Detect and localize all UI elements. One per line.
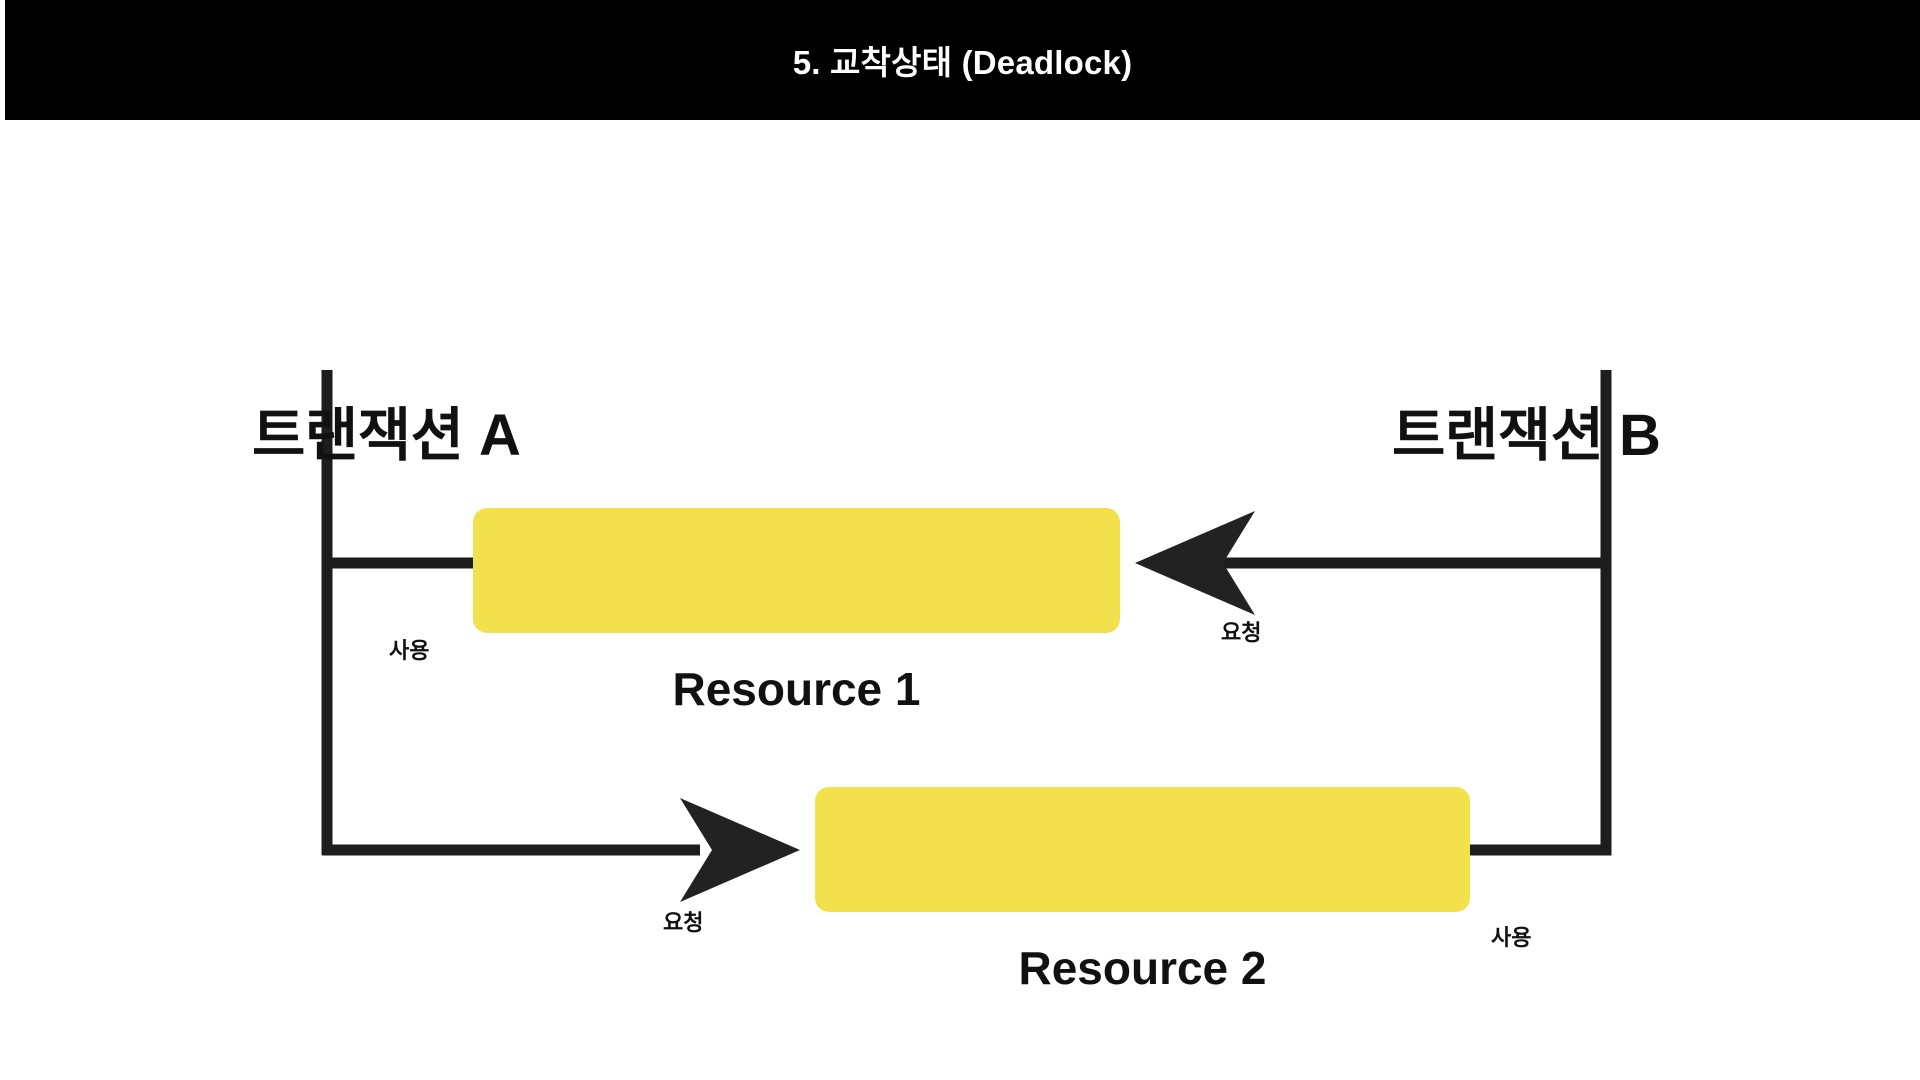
edge-label-a-requests-r2: 요청 (663, 910, 704, 935)
header-bar: 5. 교착상태 (Deadlock) (5, 0, 1920, 120)
page-title: 5. 교착상태 (Deadlock) (792, 44, 1133, 81)
transaction-b-label: 트랜잭션 B (1392, 403, 1661, 468)
resource-2-box (815, 787, 1470, 912)
edge-label-a-holds-r1: 사용 (389, 638, 430, 663)
edge-label-b-requests-r1: 요청 (1221, 620, 1262, 645)
edge-b-holds-r2 (1465, 820, 1612, 856)
transaction-a-label: 트랜잭션 A (252, 403, 521, 468)
resource-1-label: Resource 1 (672, 663, 921, 715)
arrowhead-left-r1 (1135, 511, 1255, 615)
diagram-canvas (321, 370, 1612, 912)
deadlock-diagram: 트랜잭션 A 트랜잭션 B Resource 1 Resource 2 사용 요… (0, 120, 1920, 1080)
resource-2-label: Resource 2 (1018, 942, 1267, 994)
arrowhead-right-r2 (680, 798, 800, 902)
edge-label-b-holds-r2: 사용 (1491, 925, 1532, 950)
resource-1-box (473, 508, 1120, 633)
